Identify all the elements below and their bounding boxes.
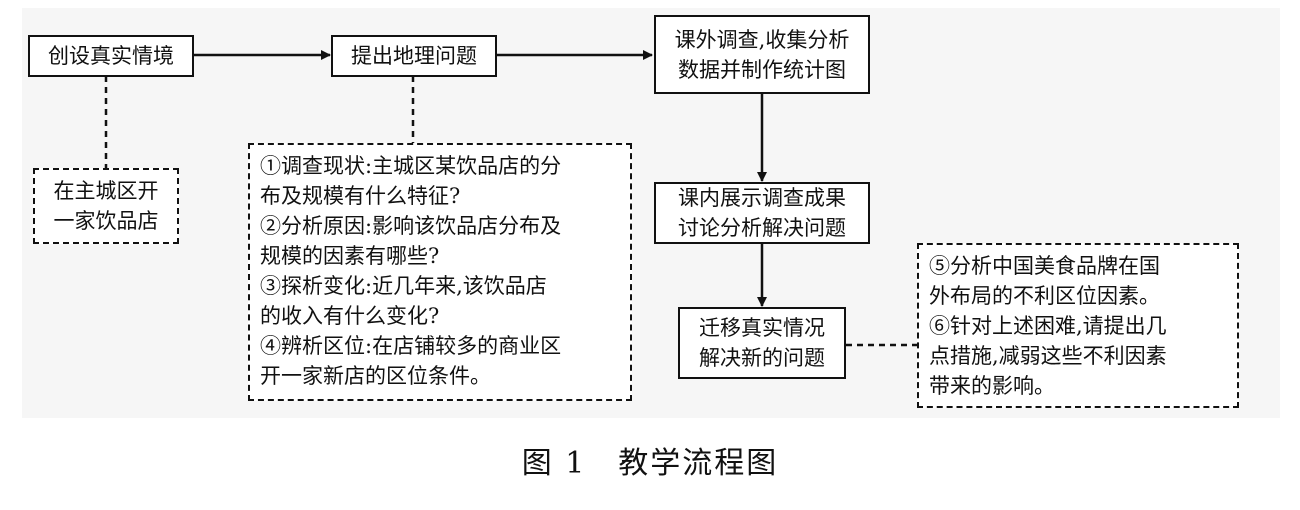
- note-new-problems-line-4: 点措施,减弱这些不利因素: [929, 344, 1167, 368]
- node-create-situation: 创设真实情境: [28, 35, 194, 77]
- node-present: 课内展示调查成果 讨论分析解决问题: [654, 182, 870, 244]
- note-questions: ①调查现状:主城区某饮品店的分 布及规模有什么特征? ②分析原因:影响该饮品店分…: [248, 143, 632, 401]
- note-new-problems: ⑤分析中国美食品牌在国 外布局的不利区位因素。 ⑥针对上述困难,请提出几 点措施…: [917, 243, 1239, 408]
- note-new-problems-line-5: 带来的影响。: [929, 374, 1055, 398]
- node-survey-line-2: 数据并制作统计图: [678, 57, 846, 82]
- node-present-line-2: 讨论分析解决问题: [678, 216, 846, 240]
- note-situation-example-line-2: 一家饮品店: [53, 209, 159, 233]
- note-questions-line-1: ①调查现状:主城区某饮品店的分: [260, 154, 562, 178]
- note-questions-line-2: 布及规模有什么特征?: [260, 184, 461, 208]
- note-questions-line-3: ②分析原因:影响该饮品店分布及: [260, 214, 562, 238]
- node-survey-line-1: 课外调查,收集分析: [674, 27, 850, 52]
- note-new-problems-line-3: ⑥针对上述困难,请提出几: [929, 314, 1167, 338]
- figure-caption: 图 1 教学流程图: [521, 446, 779, 481]
- note-questions-line-5: ③探析变化:近几年来,该饮品店: [260, 274, 547, 298]
- node-survey: 课外调查,收集分析 数据并制作统计图: [654, 15, 870, 94]
- node-present-line-1: 课内展示调查成果: [678, 186, 846, 210]
- node-transfer-line-2: 解决新的问题: [699, 346, 825, 370]
- note-questions-line-6: 的收入有什么变化?: [260, 304, 440, 328]
- note-situation-example: 在主城区开 一家饮品店: [33, 168, 179, 244]
- node-transfer-line-1: 迁移真实情况: [699, 316, 825, 340]
- node-create-situation-label: 创设真实情境: [48, 44, 174, 68]
- node-transfer: 迁移真实情况 解决新的问题: [678, 307, 846, 379]
- node-pose-question: 提出地理问题: [331, 35, 497, 77]
- note-questions-line-7: ④辨析区位:在店铺较多的商业区: [260, 334, 562, 358]
- note-new-problems-line-1: ⑤分析中国美食品牌在国: [929, 254, 1160, 278]
- note-questions-line-4: 规模的因素有哪些?: [260, 244, 440, 268]
- note-new-problems-line-2: 外布局的不利区位因素。: [929, 284, 1160, 308]
- note-questions-line-8: 开一家新店的区位条件。: [260, 364, 491, 388]
- note-situation-example-line-1: 在主城区开: [53, 179, 159, 203]
- node-pose-question-label: 提出地理问题: [351, 44, 477, 68]
